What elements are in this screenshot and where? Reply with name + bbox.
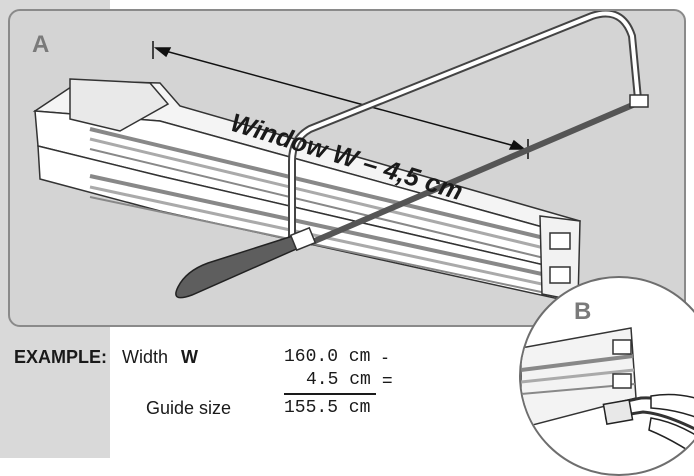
width-value: 160.0 cm bbox=[284, 347, 371, 367]
example-label: EXAMPLE: bbox=[14, 347, 108, 367]
guide-rail-profile-icon bbox=[32, 78, 581, 302]
dimension-arrow bbox=[152, 41, 529, 159]
width-label: Width bbox=[122, 347, 169, 367]
width-symbol: W bbox=[181, 347, 198, 367]
equals-sign: = bbox=[382, 370, 393, 390]
inset-label-b: B bbox=[574, 298, 592, 325]
detail-inset-b bbox=[519, 276, 694, 476]
hacksaw-cutting-rail-illustration bbox=[32, 11, 649, 302]
pliers-icon bbox=[602, 393, 694, 456]
hacksaw-icon bbox=[175, 11, 649, 299]
panel-label-a: A bbox=[32, 31, 50, 58]
illustration-panel-a: A Window W – 4,5 cm bbox=[8, 9, 686, 327]
sum-rule bbox=[284, 393, 376, 395]
result-value: 155.5 cm bbox=[284, 398, 371, 418]
minus-sign: - bbox=[382, 347, 388, 367]
result-label: Guide size bbox=[146, 398, 232, 418]
pliers-detail-illustration bbox=[521, 327, 694, 456]
deduction-value: 4.5 cm bbox=[306, 370, 371, 390]
